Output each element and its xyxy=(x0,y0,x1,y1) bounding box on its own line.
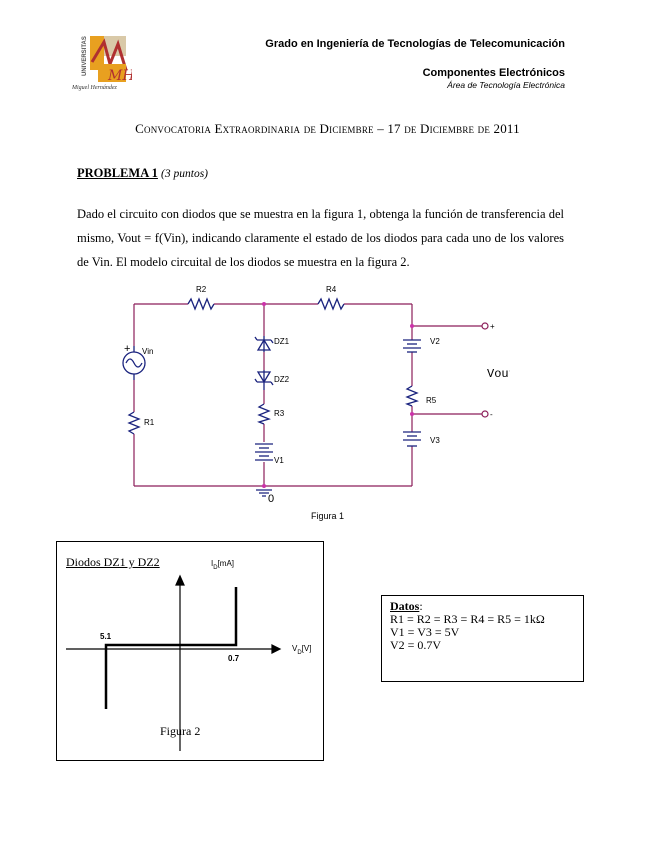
label-r2: R2 xyxy=(196,285,207,294)
data-line-2: V1 = V3 = 5V xyxy=(390,625,460,639)
resistor-r4 xyxy=(317,297,345,311)
figure2-caption: Figura 2 xyxy=(160,724,201,738)
problem-points: (3 puntos) xyxy=(161,168,209,180)
label-v2: V2 xyxy=(430,337,440,346)
label-r5: R5 xyxy=(426,396,437,405)
data-line-3: V2 = 0.7V xyxy=(390,638,442,652)
svg-text:MH: MH xyxy=(107,68,132,84)
zener-dz1 xyxy=(254,336,274,352)
zener-dz2 xyxy=(254,370,274,390)
label-vin-plus: + xyxy=(124,343,130,355)
data-title-row: Datos: xyxy=(390,599,423,613)
label-ground: 0 xyxy=(268,493,274,504)
data-title: Datos xyxy=(390,599,420,613)
data-box: Datos: R1 = R2 = R3 = R4 = R5 = 1kΩ V1 =… xyxy=(381,595,584,682)
problem-statement: Dado el circuito con diodos que se muest… xyxy=(77,207,564,269)
data-line-1: R1 = R2 = R3 = R4 = R5 = 1kΩ xyxy=(390,612,545,626)
output-terminal-negative xyxy=(481,410,489,418)
tick-neg-label: 5.1 xyxy=(100,632,112,641)
ground-symbol xyxy=(256,489,272,497)
logo-caption: Miguel Hernández xyxy=(72,85,117,91)
battery-v3 xyxy=(403,431,421,447)
label-r4: R4 xyxy=(326,285,337,294)
circuit-diagram: R2 R4 Vin + R1 DZ1 DZ2 R3 V1 V2 R5 V3 0 … xyxy=(122,285,510,504)
label-vout: Vout xyxy=(487,367,510,381)
label-r1: R1 xyxy=(144,418,155,427)
tick-pos-label: 0.7 xyxy=(228,654,240,663)
area-name: Área de Tecnología Electrónica xyxy=(447,80,565,90)
label-v1: V1 xyxy=(274,456,284,465)
characteristic-curve xyxy=(104,587,238,709)
output-terminal-positive xyxy=(481,322,489,330)
figure2-frame xyxy=(56,541,324,761)
diode-characteristic-plot: ID[mA] VD[V] 5.1 0.7 xyxy=(66,559,311,751)
label-out-minus: - xyxy=(490,410,493,419)
label-v3: V3 xyxy=(430,436,440,445)
course-name: Componentes Electrónicos xyxy=(422,67,565,79)
label-r3: R3 xyxy=(274,409,285,418)
problem-title: PROBLEMA 1 xyxy=(77,166,158,180)
label-out-plus: + xyxy=(490,322,495,331)
figure2-title: Diodos DZ1 y DZ2 xyxy=(66,555,160,569)
exam-title: Convocatoria Extraordinaria de Diciembre… xyxy=(135,121,520,136)
label-vin: Vin xyxy=(142,347,153,356)
y-axis-label: ID[mA] xyxy=(211,559,234,571)
y-axis-arrow xyxy=(175,574,185,586)
resistor-r2 xyxy=(187,297,215,311)
battery-v2 xyxy=(403,339,421,353)
ac-source-vin xyxy=(122,346,146,380)
resistor-r1 xyxy=(127,411,141,435)
university-logo: MH UNIVERSITAS xyxy=(74,34,135,96)
x-axis-arrow xyxy=(271,644,282,654)
figure1-caption: Figura 1 xyxy=(310,511,345,521)
program-name: Grado en Ingeniería de Tecnologías de Te… xyxy=(265,38,565,50)
resistor-r5 xyxy=(405,385,419,407)
battery-v1 xyxy=(255,443,273,461)
resistor-r3 xyxy=(257,403,271,425)
label-dz2: DZ2 xyxy=(274,375,290,384)
logo-text: UNIVERSITAS xyxy=(82,36,88,76)
label-dz1: DZ1 xyxy=(274,337,290,346)
x-axis-label: VD[V] xyxy=(292,644,311,656)
problem-heading: PROBLEMA 1 (3 puntos) xyxy=(77,166,208,181)
